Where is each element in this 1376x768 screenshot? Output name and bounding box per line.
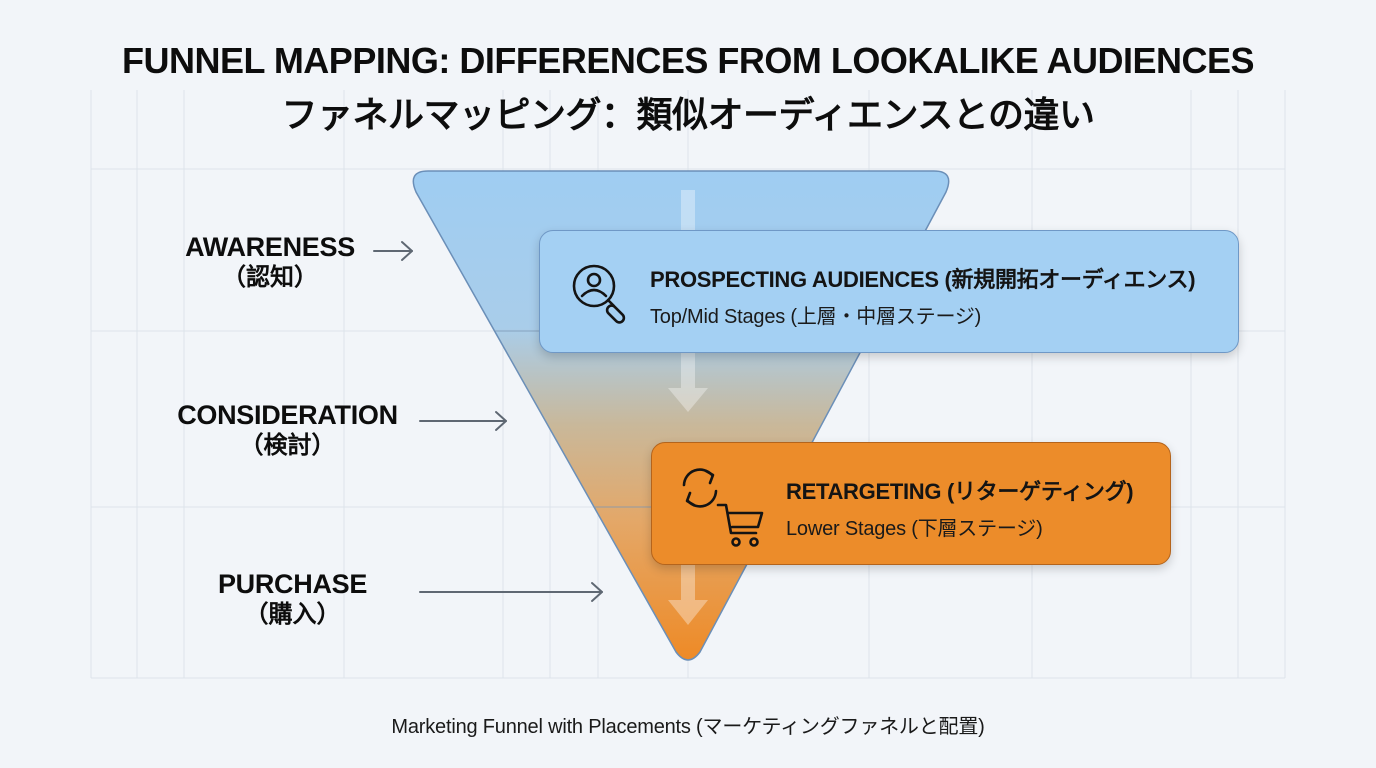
placement-card-retargeting: RETARGETING (リターゲティング) Lower Stages (下層ス… — [651, 442, 1171, 565]
title-japanese: ファネルマッピング：類似オーディエンスとの違い — [281, 94, 1095, 135]
prospecting-subtitle: Top/Mid Stages (上層・中層ステージ) — [650, 306, 982, 328]
purchase-arrow — [419, 582, 603, 602]
stage-awareness-label: AWARENESS — [185, 232, 355, 262]
stage-awareness-label-jp: （認知） — [222, 264, 318, 291]
stage-purchase: PURCHASE （購入） — [190, 569, 395, 631]
stage-purchase-label: PURCHASE — [217, 569, 368, 599]
search-user-icon — [572, 264, 626, 324]
stage-consideration: CONSIDERATION （検討） — [160, 400, 415, 462]
title-english: FUNNEL MAPPING: DIFFERENCES FROM LOOKALI… — [121, 40, 1255, 81]
placement-card-prospecting: PROSPECTING AUDIENCES (新規開拓オーディエンス) Top/… — [539, 230, 1239, 353]
prospecting-title: PROSPECTING AUDIENCES (新規開拓オーディエンス) — [650, 267, 1196, 292]
consideration-arrow — [419, 411, 507, 431]
retargeting-subtitle: Lower Stages (下層ステージ) — [786, 518, 1043, 540]
stage-awareness: AWARENESS （認知） — [170, 232, 370, 294]
stage-purchase-label-jp: （購入） — [244, 601, 341, 628]
awareness-arrow — [373, 241, 413, 261]
refresh-cart-icon — [682, 468, 764, 547]
figure-caption: Marketing Funnel with Placements (マーケティン… — [391, 716, 985, 738]
retargeting-title: RETARGETING (リターゲティング) — [786, 479, 1134, 504]
stage-consideration-label-jp: （検討） — [239, 432, 336, 459]
stage-consideration-label: CONSIDERATION — [177, 400, 398, 430]
